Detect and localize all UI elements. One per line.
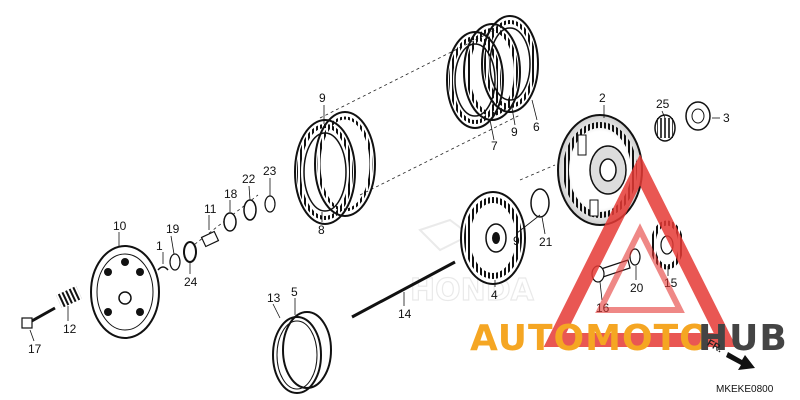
- callout-7: 7: [491, 139, 498, 153]
- callout-14: 14: [398, 307, 412, 321]
- forward-arrow-icon: [726, 352, 755, 370]
- thrust-washer: [530, 188, 550, 218]
- clutch-center: [460, 191, 526, 285]
- callout-9c: 9: [513, 234, 520, 248]
- callout-3: 3: [723, 111, 730, 125]
- collar: [685, 101, 711, 131]
- clutch-outer: [557, 114, 643, 226]
- honda-watermark: HONDA: [409, 218, 535, 309]
- callout-11: 11: [204, 202, 217, 216]
- callout-12: 12: [63, 322, 77, 336]
- callout-9b: 9: [511, 125, 518, 139]
- callout-25: 25: [656, 97, 670, 111]
- clutch-spring: [56, 286, 82, 308]
- callout-23: 23: [263, 164, 277, 178]
- watermark-text-automoto: AUTOMOTO: [470, 318, 711, 359]
- clutch-plates-upper: [446, 15, 539, 129]
- lifter-rod: [351, 260, 456, 319]
- callout-2: 2: [599, 91, 606, 105]
- leader-lines: [29, 99, 720, 342]
- callout-4: 4: [491, 288, 498, 302]
- pressure-plate: [90, 245, 160, 339]
- needle-bearing: [654, 114, 676, 142]
- callout-13: 13: [267, 291, 281, 305]
- diagram-code: MKEKE0800: [716, 384, 774, 395]
- spring-bolt: [21, 306, 56, 329]
- lifter-parts: [157, 195, 276, 271]
- callout-5: 5: [291, 285, 298, 299]
- automotohub-watermark: AUTOMOTO HUB: [470, 154, 788, 359]
- callout-24: 24: [184, 275, 198, 289]
- callout-6: 6: [533, 120, 540, 134]
- watermark-text-hub: HUB: [698, 318, 788, 359]
- svg-text:HONDA: HONDA: [410, 273, 535, 308]
- callout-9a: 9: [319, 91, 326, 105]
- washer-20: [629, 248, 641, 266]
- callout-20: 20: [630, 281, 644, 295]
- callout-22: 22: [242, 172, 256, 186]
- callout-21: 21: [539, 235, 553, 249]
- callout-19: 19: [166, 222, 180, 236]
- clutch-plates-middle: [294, 111, 376, 225]
- callout-10: 10: [113, 219, 127, 233]
- callout-18: 18: [224, 187, 238, 201]
- callout-1: 1: [156, 239, 163, 253]
- callout-8: 8: [318, 223, 325, 237]
- o-rings: [272, 311, 332, 394]
- callout-17: 17: [28, 342, 42, 356]
